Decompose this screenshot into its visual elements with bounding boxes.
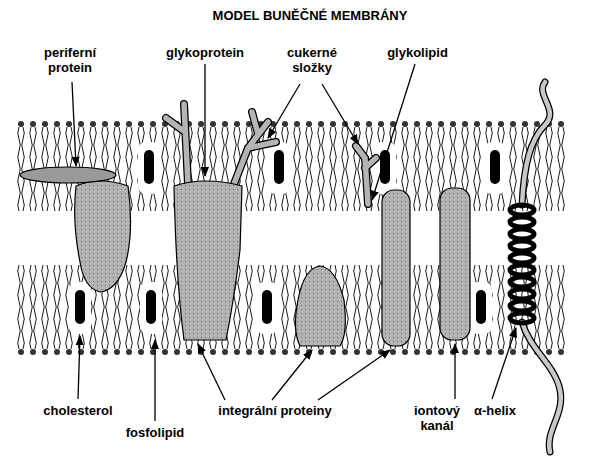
part-label: fosfolipid <box>110 425 200 440</box>
cholesterol-space <box>138 142 160 194</box>
leader-line <box>454 344 455 399</box>
part-label: glykoprotein <box>155 45 255 60</box>
cholesterol-molecule <box>380 150 390 184</box>
integral-protein <box>295 266 345 346</box>
cholesterol-space <box>374 142 396 194</box>
leader-line <box>72 82 76 166</box>
leader-line <box>318 350 390 400</box>
cholesterol-molecule <box>144 150 154 184</box>
cholesterol-space <box>256 282 278 334</box>
helix-turn <box>510 217 534 227</box>
alpha-helix-protein <box>510 82 561 452</box>
helix-turn <box>510 241 534 251</box>
ion-channel-wall <box>382 190 410 346</box>
leader-line <box>268 84 300 138</box>
part-label: integrální proteiny <box>200 403 350 418</box>
peripheral-protein <box>20 167 116 183</box>
cholesterol-space <box>69 282 91 334</box>
cholesterol-molecule <box>262 290 272 324</box>
sugar-chain-outline <box>166 104 276 184</box>
cholesterol-molecule <box>476 290 486 324</box>
lipid-bilayer <box>15 118 567 358</box>
helix-turn <box>510 313 534 323</box>
helix-turn <box>510 229 534 239</box>
sugar-chain <box>166 104 276 184</box>
leader-line <box>78 336 80 399</box>
cholesterol-space <box>140 282 162 334</box>
part-label: iontový kanál <box>398 403 476 433</box>
helix-turn <box>510 253 534 263</box>
leader-line <box>154 340 155 421</box>
leader-lines <box>72 64 516 421</box>
cholesterol-molecule <box>490 150 500 184</box>
cholesterol-molecule <box>75 290 85 324</box>
ion-channel-wall <box>440 188 470 340</box>
part-label: glykolipid <box>375 45 460 60</box>
helix-turn <box>510 301 534 311</box>
helix-turn <box>510 277 534 287</box>
leader-line <box>204 64 205 176</box>
leader-line <box>272 350 312 400</box>
integral-protein <box>75 181 131 292</box>
glycoprotein <box>174 181 242 340</box>
leader-line <box>492 328 516 399</box>
helix-turn <box>510 205 534 215</box>
helix-turn <box>510 265 534 275</box>
part-label: α-helix <box>474 403 540 418</box>
cholesterol-molecule <box>146 290 156 324</box>
helix-turn <box>510 289 534 299</box>
cholesterol-molecule <box>274 150 284 184</box>
part-label: periferní protein <box>30 45 110 75</box>
part-label: cukerné složky <box>272 45 352 75</box>
cholesterol-space <box>470 282 492 334</box>
diagram-title: MODEL BUNĚČNÉ MEMBRÁNY <box>150 8 470 23</box>
cholesterol-space <box>484 142 506 194</box>
leader-line <box>322 84 358 144</box>
part-label: cholesterol <box>28 403 128 418</box>
cholesterol-space <box>268 142 290 194</box>
leader-line <box>198 344 225 400</box>
leader-line <box>372 64 415 200</box>
